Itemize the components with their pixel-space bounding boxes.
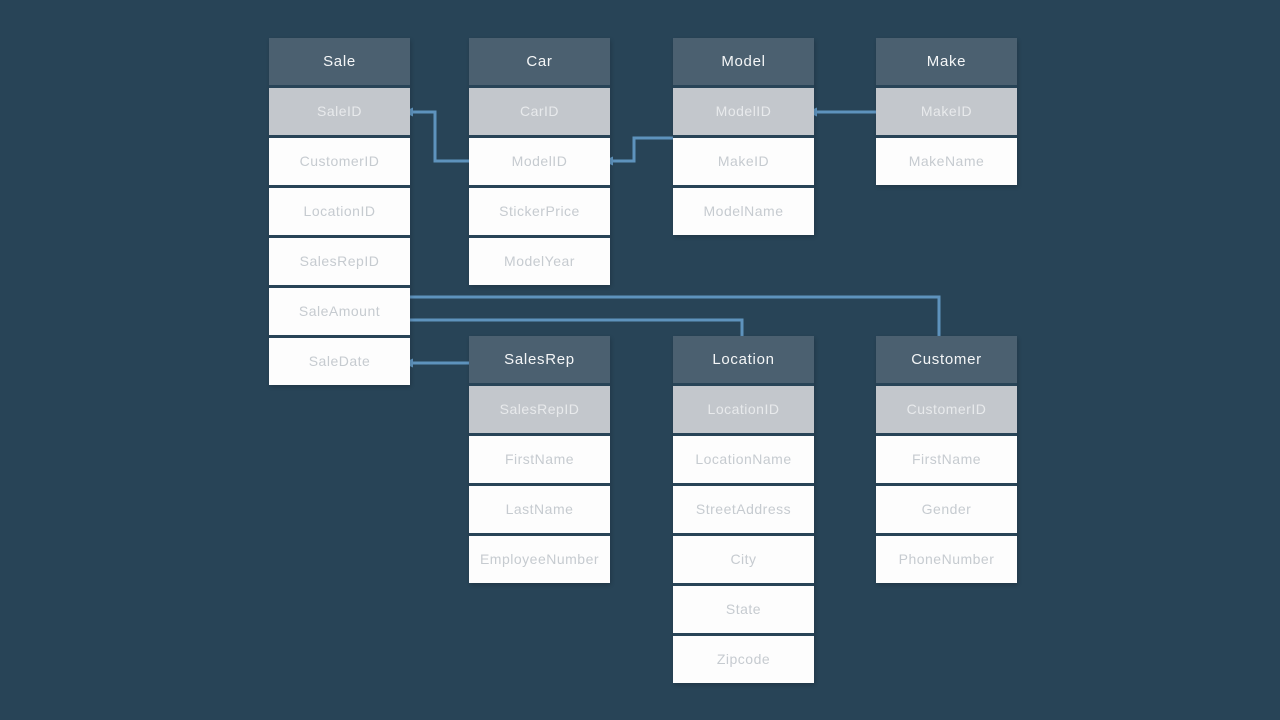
connector-sale-saleid-to-car-modelid: [410, 110, 469, 163]
field-make-makename: MakeName: [876, 138, 1017, 185]
table-title-model: Model: [673, 38, 814, 85]
field-model-modelid-pk: ModelID: [673, 88, 814, 135]
field-salesrep-firstname: FirstName: [469, 436, 610, 483]
field-location-locationid-pk: LocationID: [673, 386, 814, 433]
table-title-location: Location: [673, 336, 814, 383]
field-sale-saledate: SaleDate: [269, 338, 410, 385]
field-salesrep-employeenumber: EmployeeNumber: [469, 536, 610, 583]
field-customer-firstname: FirstName: [876, 436, 1017, 483]
table-title-salesrep: SalesRep: [469, 336, 610, 383]
field-salesrep-salesrepid-pk: SalesRepID: [469, 386, 610, 433]
field-sale-saleid-pk: SaleID: [269, 88, 410, 135]
field-customer-phonenumber: PhoneNumber: [876, 536, 1017, 583]
connector-sale-to-location: [410, 318, 744, 336]
field-sale-saleamount: SaleAmount: [269, 288, 410, 335]
table-title-car: Car: [469, 38, 610, 85]
connector-sale-to-customer: [410, 295, 941, 336]
field-location-city: City: [673, 536, 814, 583]
field-make-makeid-pk: MakeID: [876, 88, 1017, 135]
field-car-stickerprice: StickerPrice: [469, 188, 610, 235]
field-location-streetaddress: StreetAddress: [673, 486, 814, 533]
connector-car-modelid-to-model: [610, 136, 673, 163]
field-model-makeid: MakeID: [673, 138, 814, 185]
field-sale-customerid: CustomerID: [269, 138, 410, 185]
field-model-modelname: ModelName: [673, 188, 814, 235]
table-title-make: Make: [876, 38, 1017, 85]
field-customer-customerid-pk: CustomerID: [876, 386, 1017, 433]
field-car-modelyear: ModelYear: [469, 238, 610, 285]
field-car-carid-pk: CarID: [469, 88, 610, 135]
table-title-sale: Sale: [269, 38, 410, 85]
field-location-state: State: [673, 586, 814, 633]
field-salesrep-lastname: LastName: [469, 486, 610, 533]
field-sale-locationid: LocationID: [269, 188, 410, 235]
field-location-locationname: LocationName: [673, 436, 814, 483]
field-sale-salesrepid: SalesRepID: [269, 238, 410, 285]
field-location-zipcode: Zipcode: [673, 636, 814, 683]
field-customer-gender: Gender: [876, 486, 1017, 533]
field-car-modelid: ModelID: [469, 138, 610, 185]
table-title-customer: Customer: [876, 336, 1017, 383]
